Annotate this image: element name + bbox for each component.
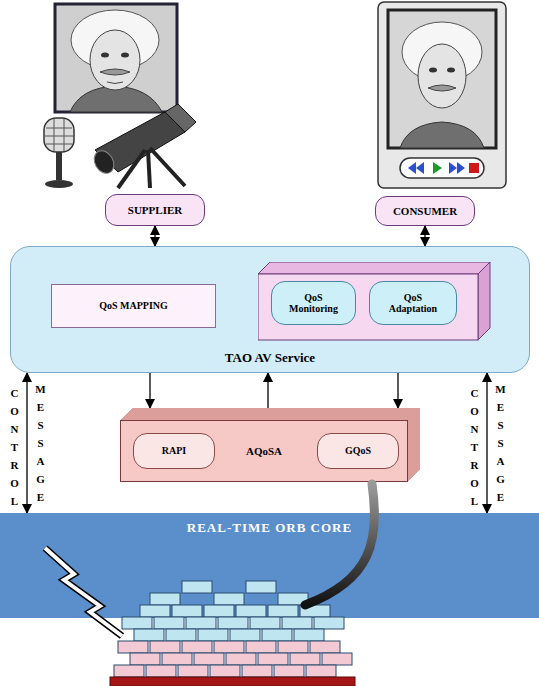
rapi-box: RAPI (133, 433, 215, 469)
block-top (258, 262, 490, 274)
block-side (478, 262, 490, 340)
connector-arrow (267, 373, 268, 408)
mapping-box: QoS MAPPING (51, 284, 216, 328)
lightning-bolt (45, 548, 122, 636)
supplier-box: SUPPLIER (105, 194, 205, 226)
portrait-picture (55, 4, 177, 112)
label-holder: MESSAGE (495, 380, 506, 506)
media-illustration (0, 0, 539, 194)
vertical-label: CONTROL (9, 384, 20, 510)
connector-arrow (26, 373, 27, 513)
node-label: SUPPLIER (128, 204, 182, 217)
gqos-box: GQoS (317, 433, 399, 469)
node-label: CONSUMER (393, 205, 457, 218)
label-holder: MESSAGE (35, 380, 46, 506)
label-holder: CONTROL (9, 384, 20, 510)
orb-band: REAL-TIME ORB CORE (0, 513, 539, 618)
node-label: RAPI (162, 445, 186, 457)
consumer-box: CONSUMER (375, 196, 475, 226)
connector-arrow (149, 373, 150, 408)
service-band: TAO AV Service QoS MAPPING QoS Monitoring Q… (10, 246, 530, 373)
connector-arrow (397, 373, 398, 408)
block-front (258, 274, 478, 340)
orb-illustration (0, 482, 539, 686)
vertical-label: MESSAGE (35, 380, 46, 506)
node-label: QoS Adaptation (381, 292, 445, 315)
video-camera (90, 104, 196, 188)
connector-arrow (424, 226, 425, 246)
node-label: GQoS (345, 445, 371, 457)
node-label: QoS MAPPING (99, 300, 168, 312)
monitor-picture (378, 2, 506, 188)
node-label: TAO AV Service (225, 351, 315, 366)
aqosa-box: AQoSA RAPI GQoS (120, 420, 408, 482)
adaptation-box: QoS Adaptation (369, 281, 457, 325)
vertical-label: MESSAGE (495, 380, 506, 506)
gqos-link-horn (305, 484, 375, 605)
monitoring-box: QoS Monitoring (271, 281, 356, 325)
vertical-label: CONTROL (469, 384, 480, 510)
node-label: AQoSA (246, 445, 282, 458)
label-holder: CONTROL (469, 384, 480, 510)
connector-arrow (154, 226, 155, 246)
node-label: REAL-TIME ORB CORE (187, 521, 352, 536)
node-label: QoS Monitoring (282, 292, 346, 315)
microphone (44, 118, 74, 188)
connector-arrow (486, 373, 487, 513)
